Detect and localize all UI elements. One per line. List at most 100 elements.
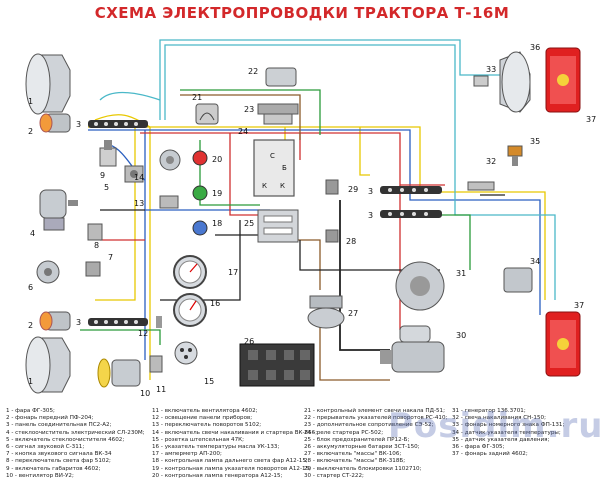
legend-item: 11 - включатель вентилятора 4602; <box>152 408 258 414</box>
high-beam-indicator <box>192 220 208 236</box>
connector-panel-right-bottom <box>380 210 442 218</box>
legend-item: 28 - включатель "массы" ВК-318Б; <box>304 458 406 465</box>
label-3-left-top: 3 <box>76 120 81 129</box>
pressure-sensor <box>507 145 523 166</box>
legend-column-1: 1 - фара ФГ-305; 2 - фонарь передний ПФ-… <box>6 408 145 480</box>
label-9: 9 <box>100 171 105 180</box>
label-5: 5 <box>104 183 109 192</box>
legend-item: 27 - включатель "массы" ВК-106; <box>304 451 402 458</box>
wiring-diagram: С Б К К <box>25 39 596 398</box>
label-16: 16 <box>210 299 220 308</box>
connector-panel-left-bottom <box>88 318 148 326</box>
label-2-top: 2 <box>28 127 33 136</box>
diagram-title: СХЕМА ЭЛЕКТРОПРОВОДКИ ТРАКТОРА Т-16М <box>94 4 510 22</box>
ground-switch-small <box>325 229 339 243</box>
legend-item: 14 - включатель свечи накаливания и стар… <box>152 429 318 436</box>
horn-button <box>85 261 101 277</box>
label-22: 22 <box>248 67 258 76</box>
label-4: 4 <box>30 229 35 238</box>
label-21: 21 <box>192 93 202 102</box>
legend-item: 15 - розетка штепсельная 47К; <box>152 436 244 443</box>
turn-flasher-relay <box>265 67 297 87</box>
legend-item: 13 - переключатель поворотов 5102; <box>152 422 262 429</box>
label-2-bottom: 2 <box>28 321 33 330</box>
glow-plug <box>467 181 495 191</box>
legend-item: 24 - реле стартера РС-502; <box>304 429 384 436</box>
label-23: 23 <box>244 105 254 114</box>
oil-temp-gauge <box>173 255 207 289</box>
interlock-switch <box>325 179 339 195</box>
relay-terminal-c: С <box>270 152 275 160</box>
batteries <box>239 343 315 387</box>
wiper-motor <box>39 189 78 231</box>
label-6: 6 <box>28 283 33 292</box>
temperature-sensor <box>503 267 533 293</box>
label-8: 8 <box>94 241 99 250</box>
label-32: 32 <box>486 157 496 166</box>
label-11: 11 <box>156 385 166 394</box>
legend-item: 32 - свеча накаливания СН-150; <box>452 415 546 422</box>
legend-item: 26 - аккумуляторные батареи 3СТ-150; <box>304 444 420 451</box>
label-36: 36 <box>530 43 540 52</box>
legend-item: 9 - включатель габаритов 4602; <box>6 465 101 472</box>
ammeter <box>173 293 207 327</box>
plug-socket <box>174 341 198 365</box>
license-plate-lamp <box>473 75 489 87</box>
label-26: 26 <box>244 337 254 346</box>
headlamp-front-left-bottom <box>25 336 71 394</box>
relay-terminal-b: Б <box>282 164 287 172</box>
legend-item: 16 - указатель температуры масла УК-133; <box>152 444 280 451</box>
legend-item: 12 - освещение панели приборов; <box>152 415 253 422</box>
label-28: 28 <box>346 237 356 246</box>
component-number-labels: 1 2 3 4 5 6 7 8 9 10 11 12 13 14 15 16 1… <box>28 43 596 398</box>
glow-starter-switch <box>124 165 144 183</box>
label-19: 19 <box>212 189 222 198</box>
legend-item: 33 - фонарь номерного знака ФП-131; <box>452 422 565 429</box>
rear-lamp-bottom <box>545 311 581 377</box>
fan-switch <box>149 355 163 373</box>
glow-control <box>159 149 181 171</box>
switch-clearance <box>99 140 117 167</box>
legend-item: 36 - фара ФГ-305; <box>452 444 505 451</box>
legend-item: 30 - стартер СТ-222; <box>304 472 364 479</box>
label-37-bottom: 37 <box>574 301 584 310</box>
headlamp-front-left-top <box>25 53 71 115</box>
additional-resistor <box>257 103 299 125</box>
ground-switch <box>307 295 345 329</box>
panel-lighting <box>156 316 162 328</box>
label-30: 30 <box>456 331 466 340</box>
rear-lamp-top <box>545 47 581 113</box>
legend-item: 31 - генератор 136.3701; <box>452 408 526 414</box>
label-10: 10 <box>140 389 150 398</box>
starter-motor <box>380 325 445 373</box>
legend-item: 20 - контрольная лампа генератора А12-15… <box>152 472 283 479</box>
generator <box>395 261 445 311</box>
label-17: 17 <box>228 268 238 277</box>
label-20: 20 <box>212 155 222 164</box>
relay-terminal-k1: К <box>262 182 267 190</box>
legend-item: 23 - дополнительное сопротивление СЭ-52; <box>304 422 434 429</box>
legend-item: 34 - датчик указателя температуры; <box>452 429 561 436</box>
label-14: 14 <box>134 173 144 182</box>
legend-column-3: 21 - контрольный элемент свечи накала ПД… <box>304 408 447 480</box>
label-3-right-bottom: 3 <box>368 211 373 220</box>
connector-panel-left <box>88 120 148 128</box>
glow-plug-control-element <box>195 103 219 125</box>
label-29: 29 <box>348 185 358 194</box>
turn-indicator <box>192 185 208 201</box>
legend-item: 18 - контрольная лампа дальнего света фа… <box>152 458 308 465</box>
label-35: 35 <box>530 137 540 146</box>
legend-column-4: 31 - генератор 136.3701; 32 - свеча нака… <box>452 408 564 458</box>
fan <box>97 358 141 388</box>
turn-signal-switch <box>159 195 179 209</box>
legend-item: 37 - фонарь задний 4602; <box>452 451 528 458</box>
headlight-switch <box>87 223 103 241</box>
label-1-top: 1 <box>28 97 33 106</box>
legend-item: 2 - фонарь передний ПФ-204; <box>6 415 94 422</box>
legend-item: 25 - блок предохранителей ПР12-Б; <box>304 436 410 443</box>
legend: 1 - фара ФГ-305; 2 - фонарь передний ПФ-… <box>6 408 604 480</box>
legend-item: 21 - контрольный элемент свечи накала ПД… <box>304 408 445 414</box>
label-34: 34 <box>530 257 540 266</box>
headlamp-rear <box>499 51 531 113</box>
legend-item: 4 - стеклоочиститель электрический СЛ-23… <box>6 429 145 436</box>
